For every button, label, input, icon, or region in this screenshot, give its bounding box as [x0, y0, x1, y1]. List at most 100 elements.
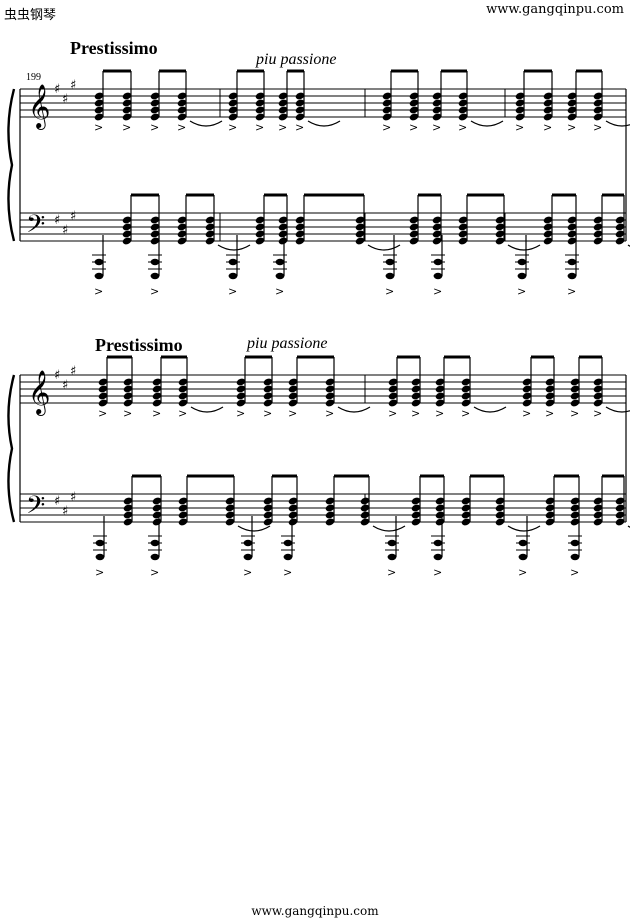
notehead: [236, 378, 246, 386]
notehead: [518, 553, 528, 561]
notehead: [593, 106, 603, 114]
treble-chord: >: [98, 357, 108, 420]
notehead: [435, 504, 445, 512]
notehead: [435, 497, 445, 505]
notehead: [355, 237, 365, 245]
accent-mark: >: [515, 121, 524, 134]
accent-mark: >: [435, 407, 444, 420]
notehead: [283, 539, 293, 547]
bass-chord: [409, 195, 419, 245]
tie-arc: [507, 244, 541, 251]
notehead: [150, 216, 160, 224]
notehead: [150, 99, 160, 107]
notehead: [205, 223, 215, 231]
notehead: [263, 518, 273, 526]
notehead: [461, 511, 471, 519]
notehead: [567, 272, 577, 280]
notehead: [409, 92, 419, 100]
notehead: [278, 230, 288, 238]
bass-chord: [122, 195, 132, 245]
key-signature-sharp: ♯: [70, 78, 76, 93]
accent-mark: >: [518, 566, 527, 579]
bass-chord: [263, 476, 273, 526]
notehead: [355, 230, 365, 238]
notehead: [98, 378, 108, 386]
bass-chord: [150, 195, 160, 245]
accent-mark: >: [387, 566, 396, 579]
notehead: [517, 272, 527, 280]
notehead: [570, 504, 580, 512]
notehead: [123, 497, 133, 505]
notehead: [150, 223, 160, 231]
notehead: [593, 216, 603, 224]
bass-chord: [288, 476, 298, 526]
accent-mark: >: [263, 407, 272, 420]
notehead: [295, 113, 305, 121]
notehead: [545, 392, 555, 400]
notehead: [98, 385, 108, 393]
notehead: [543, 113, 553, 121]
notehead: [567, 230, 577, 238]
notehead: [411, 497, 421, 505]
bass-octave-note: >: [281, 516, 295, 579]
bass-octave-note: >: [93, 516, 107, 579]
notehead: [177, 92, 187, 100]
notehead: [98, 392, 108, 400]
notehead: [593, 511, 603, 519]
notehead: [275, 272, 285, 280]
notehead: [236, 399, 246, 407]
notehead: [570, 497, 580, 505]
tie-arc: [470, 120, 504, 127]
accent-mark: >: [95, 566, 104, 579]
notehead: [150, 92, 160, 100]
notehead: [461, 385, 471, 393]
bass-octave-note: >: [568, 516, 582, 579]
notehead: [263, 399, 273, 407]
notehead: [543, 223, 553, 231]
notehead: [567, 223, 577, 231]
notehead: [461, 497, 471, 505]
key-signature-sharp: ♯: [62, 504, 68, 519]
notehead: [94, 99, 104, 107]
tie-arc: [367, 244, 401, 251]
notehead: [432, 106, 442, 114]
bass-chord: [567, 195, 577, 245]
notehead: [278, 113, 288, 121]
notehead: [382, 99, 392, 107]
site-url-bottom[interactable]: www.gangqinpu.com: [251, 904, 379, 918]
notehead: [152, 385, 162, 393]
bass-chord: [177, 195, 187, 245]
bass-chord: [495, 195, 505, 245]
notehead: [123, 392, 133, 400]
accent-mark: >: [228, 121, 237, 134]
accent-mark: >: [122, 121, 131, 134]
notehead: [94, 258, 104, 266]
notehead: [409, 216, 419, 224]
site-url-top[interactable]: www.gangqinpu.com: [486, 2, 624, 17]
treble-chord: >: [263, 357, 273, 420]
bass-octave-note: >: [92, 235, 106, 298]
bass-chord: [123, 476, 133, 526]
notehead: [567, 113, 577, 121]
tie-arc: [372, 525, 406, 532]
notehead: [178, 504, 188, 512]
expression-marking-system-1: piu passione: [256, 51, 337, 68]
key-signature-sharp: ♯: [70, 209, 76, 224]
tie-arc: [190, 406, 224, 413]
notehead: [567, 106, 577, 114]
notehead: [432, 237, 442, 245]
notehead: [593, 504, 603, 512]
notehead: [150, 113, 160, 121]
accent-mark: >: [255, 121, 264, 134]
notehead: [495, 511, 505, 519]
notehead: [150, 272, 160, 280]
notehead: [543, 106, 553, 114]
notehead: [288, 518, 298, 526]
bass-octave-note: >: [241, 516, 255, 579]
notehead: [593, 378, 603, 386]
accent-mark: >: [278, 121, 287, 134]
notehead: [95, 539, 105, 547]
accent-mark: >: [94, 121, 103, 134]
notehead: [517, 258, 527, 266]
